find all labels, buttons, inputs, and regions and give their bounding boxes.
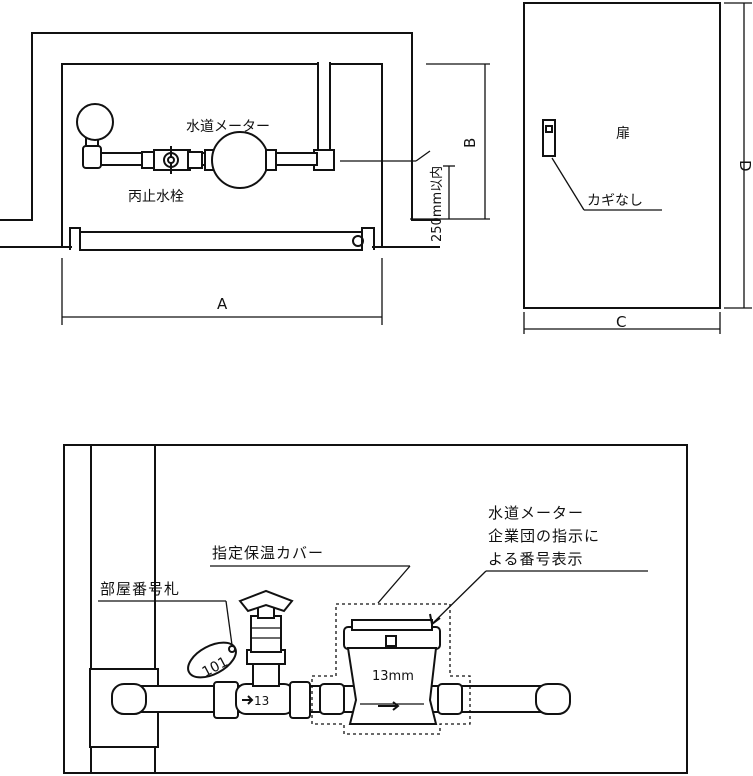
stop-valve-label: 丙止水栓: [128, 189, 184, 205]
wall-outline: [0, 32, 440, 221]
left-pipe-cap: [111, 683, 147, 715]
detail-stop-valve: 13: [213, 589, 311, 719]
meter-company-label-line1: 水道メーター: [488, 504, 584, 522]
detail-frame: [63, 444, 688, 774]
lid-bolt: [352, 235, 364, 247]
meter-label: 水道メーター: [186, 119, 270, 135]
right-pipe-cap: [535, 683, 571, 715]
room-tag-label: 部屋番号札: [100, 580, 180, 598]
stop-valve: [141, 146, 203, 174]
insulation-cover-outline: [311, 603, 471, 735]
dim-d: D: [736, 160, 753, 172]
door-elevation: 扉 カギなし C D: [523, 2, 753, 334]
meter-assembly-detail: 13 101 13mm 指定保温カバー 水道メーター: [63, 444, 688, 774]
depth-label: 250mm以内: [429, 166, 445, 242]
left-coupling: [319, 683, 345, 715]
dim-c: C: [616, 313, 626, 331]
room-number-tag: 101: [187, 641, 237, 681]
dim-a: A: [217, 295, 228, 313]
meter-company-label-line3: よる番号表示: [488, 550, 584, 568]
door-label: 扉: [616, 126, 630, 142]
dim-b: B: [461, 138, 479, 148]
meter-size: 13mm: [372, 669, 414, 684]
detail-water-meter: 13mm: [343, 619, 441, 725]
insulation-cover-label: 指定保温カバー: [212, 544, 324, 562]
float-ball: [76, 103, 114, 141]
water-meter: [204, 131, 277, 189]
door-panel: [523, 2, 721, 309]
no-key-label: カギなし: [587, 193, 643, 209]
riser-pipe: [317, 62, 331, 155]
box-inner-outline: [61, 63, 383, 247]
meter-box-section: 水道メーター 丙止水栓 B 250mm以内 A: [0, 32, 490, 325]
right-coupling: [437, 683, 463, 715]
lid-rail: [79, 231, 363, 251]
valve-size: 13: [254, 694, 269, 708]
meter-company-label-line2: 企業団の指示に: [488, 527, 600, 545]
